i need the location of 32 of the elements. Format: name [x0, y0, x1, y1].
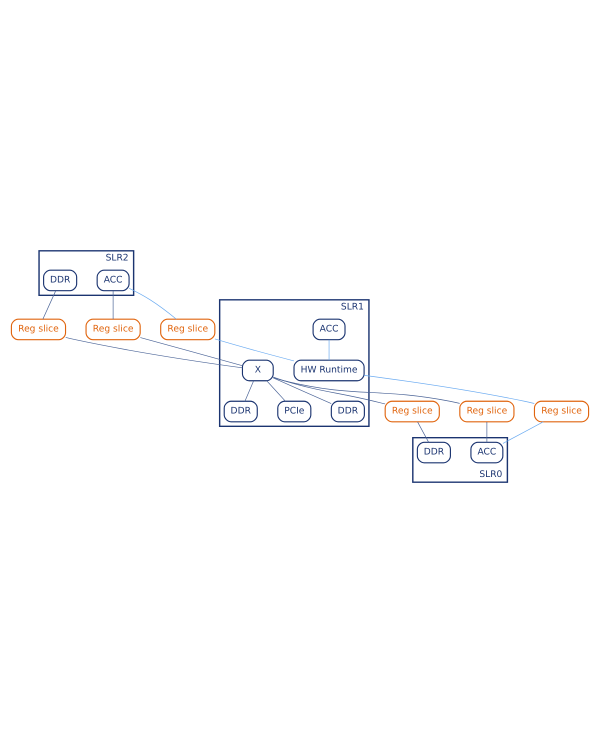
connector — [42, 290, 56, 319]
node-box: Reg slice — [160, 318, 216, 340]
node-box: DDR — [224, 400, 258, 422]
connector — [214, 338, 294, 361]
node-box: DDR — [330, 400, 365, 422]
connector — [364, 374, 535, 404]
node-box: ACC — [312, 318, 346, 340]
node-box: X — [242, 359, 274, 381]
connector — [486, 421, 488, 442]
node-box: PCIe — [277, 400, 312, 422]
connector — [502, 421, 544, 444]
node-box: ACC — [96, 269, 130, 291]
connector — [328, 339, 330, 360]
node-box: ACC — [470, 441, 504, 463]
connector — [112, 290, 114, 319]
connector — [272, 376, 386, 404]
connector — [65, 336, 243, 368]
connector — [140, 336, 243, 366]
node-box: Reg slice — [384, 400, 440, 422]
node-box: DDR — [43, 269, 78, 291]
connector — [417, 421, 429, 442]
connector — [273, 376, 460, 404]
connector — [272, 377, 332, 404]
node-box: HW Runtime — [293, 359, 365, 381]
node-box: Reg slice — [10, 318, 66, 340]
connector — [266, 380, 286, 402]
node-box: DDR — [416, 441, 451, 463]
connector — [128, 288, 177, 319]
node-box: Reg slice — [85, 318, 141, 340]
node-box: Reg slice — [534, 400, 590, 422]
node-box: Reg slice — [459, 400, 515, 422]
connector — [244, 380, 254, 402]
